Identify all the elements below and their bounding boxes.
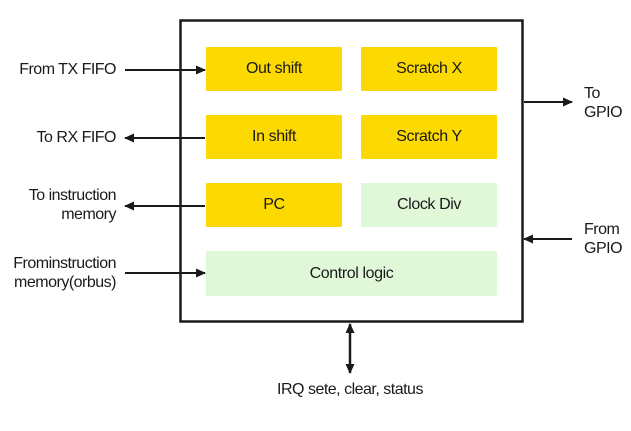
control-logic-label: Control logic	[309, 264, 394, 282]
pc-block: PC	[206, 183, 342, 227]
pc-label: PC	[263, 196, 285, 213]
scratch-x-block: Scratch X	[361, 47, 497, 91]
out-shift-block: Out shift	[206, 47, 342, 91]
label-from-tx-fifo: From TX FIFO	[19, 61, 116, 78]
label-from-instruction-memory: Frominstruction memory(orbus)	[13, 255, 116, 291]
label-to-instruction-memory: To instruction memory	[28, 187, 117, 223]
clock-div-label: Clock Div	[397, 196, 461, 213]
label-irq: IRQ sete, clear, status	[277, 381, 423, 398]
label-to-gpio: To GPIO	[584, 85, 623, 121]
label-to-rx-fifo: To RX FIFO	[36, 129, 117, 146]
scratch-y-label: Scratch Y	[396, 128, 462, 145]
label-from-gpio: From GPIO	[584, 221, 623, 257]
clock-div-block: Clock Div	[361, 183, 497, 227]
scratch-y-block: Scratch Y	[361, 115, 497, 159]
in-shift-label: In shift	[252, 128, 296, 145]
in-shift-block: In shift	[206, 115, 342, 159]
scratch-x-label: Scratch X	[396, 60, 462, 77]
control-logic-block: Control logic	[206, 251, 497, 296]
out-shift-label: Out shift	[246, 60, 302, 77]
